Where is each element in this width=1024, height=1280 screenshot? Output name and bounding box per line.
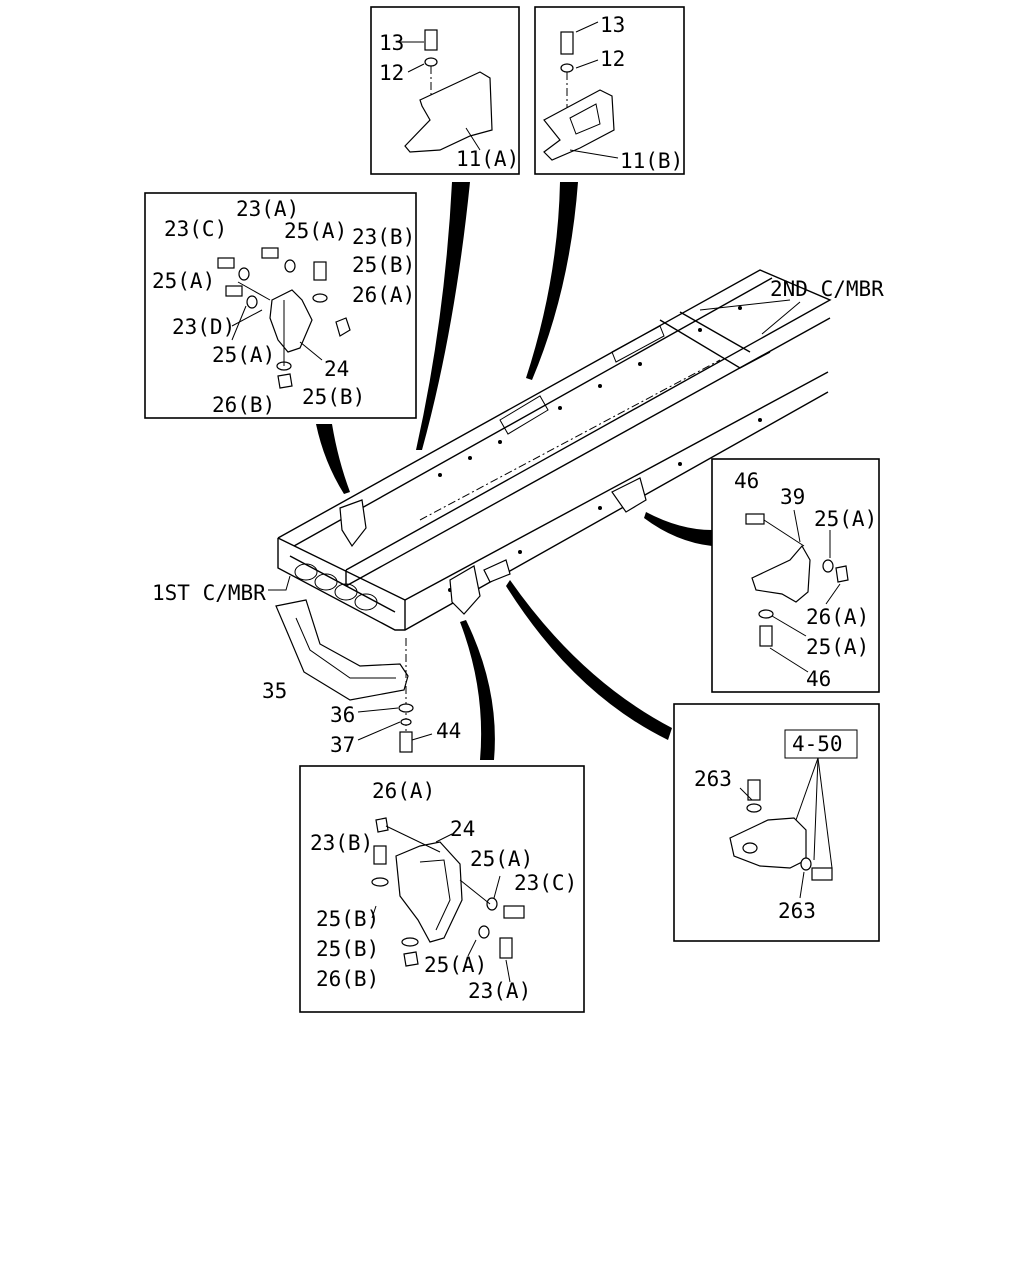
label-bottom-24: 24 bbox=[450, 817, 475, 841]
bolt-23b bbox=[313, 261, 327, 281]
label-11a: 11(A) bbox=[456, 147, 519, 171]
label-left-25b-top: 25(B) bbox=[352, 253, 415, 277]
bolt-13b bbox=[560, 31, 574, 55]
label-11b-13: 13 bbox=[600, 13, 625, 37]
nut-26b bbox=[277, 373, 293, 389]
detail-bottom-bracket bbox=[299, 765, 585, 1013]
label-11a-12: 12 bbox=[379, 61, 404, 85]
leader-left-box bbox=[316, 424, 350, 494]
label-left-26a: 26(A) bbox=[352, 283, 415, 307]
chassis-frame bbox=[268, 269, 832, 753]
detail-4-50 bbox=[673, 703, 880, 942]
label-1st-crossmember: 1ST C/MBR bbox=[152, 581, 266, 605]
label-left-23b: 23(B) bbox=[352, 225, 415, 249]
label-11b-12: 12 bbox=[600, 47, 625, 71]
label-263-bottom: 263 bbox=[778, 899, 816, 923]
label-2nd-crossmember: 2ND C/MBR bbox=[770, 277, 884, 301]
label-bottom-25b-low: 25(B) bbox=[316, 937, 379, 961]
nut-26a bbox=[335, 317, 351, 337]
bolt-23c-bottom bbox=[503, 905, 525, 919]
bolt-44 bbox=[399, 731, 413, 753]
label-11b: 11(B) bbox=[620, 149, 683, 173]
detail-right-39 bbox=[711, 458, 880, 693]
leader-wedges bbox=[316, 182, 712, 760]
nut-26b-bottom bbox=[403, 951, 419, 967]
label-bottom-26b: 26(B) bbox=[316, 967, 379, 991]
label-ref-4-50: 4-50 bbox=[792, 732, 843, 756]
leader-right-mid bbox=[644, 512, 712, 546]
label-left-23c: 23(C) bbox=[164, 217, 227, 241]
washer-12b bbox=[560, 63, 574, 73]
label-left-25a-mid: 25(A) bbox=[152, 269, 215, 293]
label-bottom-26a: 26(A) bbox=[372, 779, 435, 803]
bolt-46-bottom bbox=[759, 625, 773, 647]
bracket-39 bbox=[751, 544, 811, 603]
leader-right-low bbox=[506, 580, 672, 740]
label-left-26b: 26(B) bbox=[212, 393, 275, 417]
bracket-front-frame bbox=[449, 565, 481, 615]
bolt-46-top bbox=[745, 513, 765, 525]
label-left-24: 24 bbox=[324, 357, 349, 381]
label-right-39: 39 bbox=[780, 485, 805, 509]
label-right-46-bottom: 46 bbox=[806, 667, 831, 691]
label-35: 35 bbox=[262, 679, 287, 703]
label-44: 44 bbox=[436, 719, 461, 743]
detail-11a bbox=[370, 6, 520, 175]
bracket-24 bbox=[269, 289, 313, 353]
lower-rail bbox=[277, 391, 829, 631]
detail-left-bracket bbox=[144, 192, 417, 419]
label-left-23d: 23(D) bbox=[172, 315, 235, 339]
bracket-left-frame bbox=[339, 499, 367, 548]
bolt-263-top bbox=[747, 779, 761, 801]
label-left-25b-low: 25(B) bbox=[302, 385, 365, 409]
label-right-26a: 26(A) bbox=[806, 605, 869, 629]
label-bottom-23c: 23(C) bbox=[514, 871, 577, 895]
upper-rail-top bbox=[277, 269, 832, 571]
label-263-top: 263 bbox=[694, 767, 732, 791]
leader-11b bbox=[526, 182, 578, 380]
label-36: 36 bbox=[330, 703, 355, 727]
label-left-25a-low: 25(A) bbox=[212, 343, 275, 367]
label-bottom-25a-low: 25(A) bbox=[424, 953, 487, 977]
bolt-23c bbox=[217, 257, 235, 269]
label-bottom-25a-top: 25(A) bbox=[470, 847, 533, 871]
ref-box-4-50 bbox=[784, 729, 858, 759]
label-37: 37 bbox=[330, 733, 355, 757]
second-crossmember bbox=[659, 319, 771, 369]
bracket-rear-frame bbox=[611, 477, 647, 513]
nut-26a-bottom bbox=[375, 817, 389, 833]
label-right-25a-top: 25(A) bbox=[814, 507, 877, 531]
leader-11a bbox=[416, 182, 470, 450]
washer-36 bbox=[398, 703, 414, 713]
label-left-25a-top: 25(A) bbox=[284, 219, 347, 243]
washer-37 bbox=[400, 718, 412, 726]
nut-26a-right bbox=[835, 565, 849, 583]
washer-12 bbox=[424, 57, 438, 67]
bolt-23a-bottom bbox=[499, 937, 513, 959]
bracket-11a bbox=[404, 71, 493, 153]
label-bottom-23a: 23(A) bbox=[468, 979, 531, 1003]
leader-bottom-box bbox=[460, 620, 495, 760]
bolt-23a bbox=[261, 247, 279, 259]
bolt-23d bbox=[225, 285, 243, 297]
detail-11b bbox=[534, 6, 685, 175]
label-11a-13: 13 bbox=[379, 31, 404, 55]
label-right-46-top: 46 bbox=[734, 469, 759, 493]
bracket-35 bbox=[275, 599, 409, 701]
bolt-23b-bottom bbox=[373, 845, 387, 865]
label-bottom-25b-top: 25(B) bbox=[316, 907, 379, 931]
bolt-13 bbox=[424, 29, 438, 51]
washer-25a bbox=[238, 267, 250, 281]
label-right-25a-low: 25(A) bbox=[806, 635, 869, 659]
label-left-23a: 23(A) bbox=[236, 197, 299, 221]
label-bottom-23b: 23(B) bbox=[310, 831, 373, 855]
bolt-263-side bbox=[811, 867, 833, 881]
